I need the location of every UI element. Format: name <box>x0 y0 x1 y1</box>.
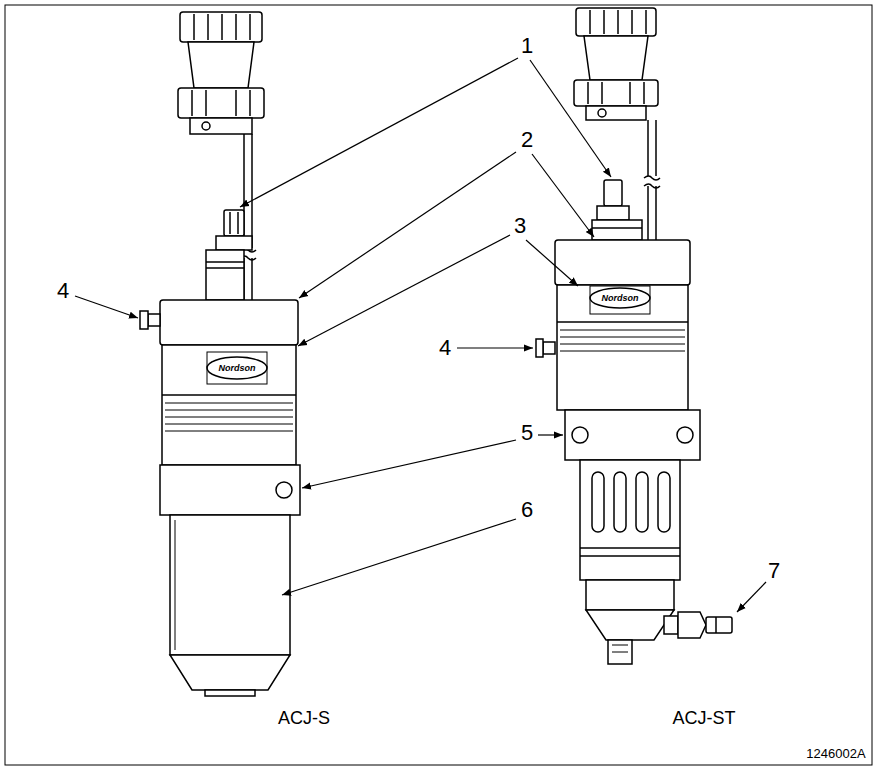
callout-number: 3 <box>514 215 526 237</box>
model-label: ACJ-S <box>278 709 330 727</box>
callout-number: 4 <box>439 337 451 359</box>
callout-number: 4 <box>57 280 69 302</box>
brand-logo-text: Nordson <box>602 294 639 303</box>
callout-number: 5 <box>521 422 533 444</box>
callout-number: 2 <box>521 129 533 151</box>
model-label: ACJ-ST <box>673 709 736 727</box>
callout-number: 1 <box>521 35 533 57</box>
callout-number: 7 <box>768 560 780 582</box>
callout-number: 6 <box>521 499 533 521</box>
figure-number: 1246002A <box>806 747 865 760</box>
brand-logo-text: Nordson <box>219 364 256 373</box>
